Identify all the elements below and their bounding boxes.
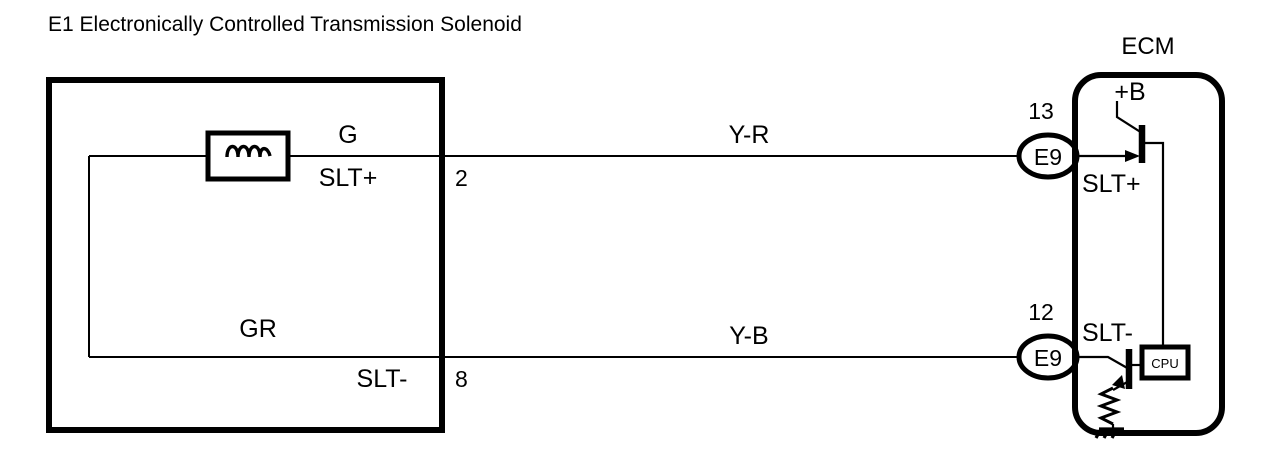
solenoid-pin-number-top: 2 xyxy=(455,165,468,191)
connector-label-e9-top: E9 xyxy=(1034,144,1062,170)
solenoid-wire-color-top: G xyxy=(338,121,357,149)
ground-icon-hatch xyxy=(1094,428,1119,439)
transistor-collector-lead-top xyxy=(1115,101,1143,134)
cpu-box xyxy=(1139,344,1191,381)
pulldown-resistor-icon xyxy=(1096,386,1122,426)
ecm-pin-number-top: 13 xyxy=(1028,98,1054,124)
transistor-emitter-arrow-top xyxy=(1125,150,1140,162)
ecm-signal-label-top: SLT+ xyxy=(1082,170,1141,198)
solenoid-wire-color-bottom: GR xyxy=(239,315,277,343)
harness-wire-label-bottom: Y-B xyxy=(729,322,768,350)
solenoid-pin-number-bottom: 8 xyxy=(455,366,468,392)
connector-label-e9-bottom: E9 xyxy=(1034,345,1062,371)
ecm-base-drive-trace-top xyxy=(1142,141,1165,347)
solenoid-coil-icon xyxy=(225,144,272,158)
transistor-emitter-arrow-bottom xyxy=(1112,375,1125,389)
ecm-module-box xyxy=(1072,72,1225,436)
ecm-signal-label-bottom: SLT- xyxy=(1082,319,1133,347)
harness-wire-label-top: Y-R xyxy=(729,121,770,149)
cpu-label: CPU xyxy=(1151,356,1178,371)
solenoid-terminal-label-bottom: SLT- xyxy=(357,365,408,393)
solenoid-coil-box xyxy=(205,130,291,182)
ecm-pin-number-bottom: 12 xyxy=(1028,299,1054,325)
ecm-internal-trace-slt-minus xyxy=(1077,355,1130,370)
ecm-title: ECM xyxy=(1121,33,1174,60)
diagram-title: E1 Electronically Controlled Transmissio… xyxy=(48,13,522,36)
ecm-supply-label: +B xyxy=(1114,78,1145,106)
solenoid-terminal-label-top: SLT+ xyxy=(319,164,378,192)
solenoid-component-box xyxy=(46,77,445,433)
